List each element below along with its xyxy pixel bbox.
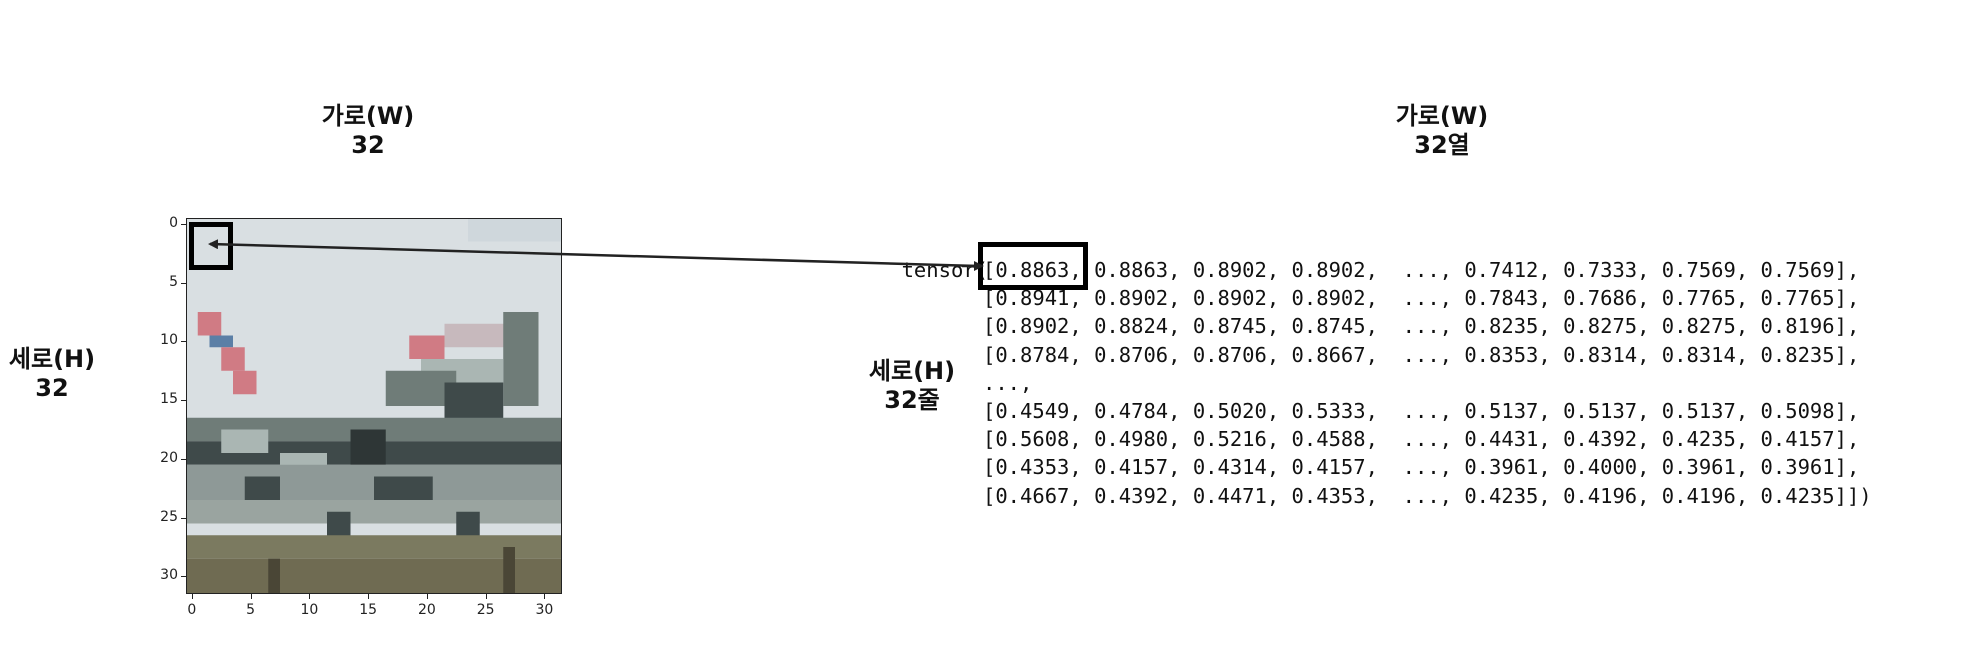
x-tick-label: 25 bbox=[476, 602, 495, 618]
tensor-row: [0.8863, 0.8863, 0.8902, 0.8902, ..., 0.… bbox=[983, 258, 1860, 282]
tail-red bbox=[221, 347, 245, 371]
ground-shadow bbox=[268, 558, 280, 594]
x-tick-mark bbox=[309, 594, 311, 599]
tensor-row: ..., bbox=[983, 370, 1033, 395]
tensor-row: [0.4353, 0.4157, 0.4314, 0.4157, ..., 0.… bbox=[983, 455, 1860, 480]
y-tick-label: 25 bbox=[160, 508, 178, 525]
y-tick-mark bbox=[181, 400, 186, 402]
x-tick-mark bbox=[368, 594, 370, 599]
tensor-values: [0.8863, 0.8863, 0.8902, 0.8902, ..., 0.… bbox=[983, 256, 1872, 510]
x-tick-mark bbox=[250, 594, 252, 599]
sky-top bbox=[468, 218, 562, 242]
image-frame bbox=[186, 218, 562, 594]
tensor-height-label: 세로(H) 32줄 bbox=[868, 357, 956, 414]
engine-nacelle bbox=[503, 312, 539, 406]
image-height-label: 세로(H) 32 bbox=[8, 345, 96, 402]
image-pixel-highlight bbox=[189, 222, 233, 270]
tail-blue bbox=[209, 335, 233, 348]
tensor-row: [0.8941, 0.8902, 0.8902, 0.8902, ..., 0.… bbox=[983, 286, 1860, 311]
tensor-row: [0.5608, 0.4980, 0.5216, 0.4588, ..., 0.… bbox=[983, 427, 1860, 452]
pixel-image-panel: 0 5 10 15 20 25 30 0 5 10 15 20 25 30 bbox=[160, 215, 562, 618]
tensor-row: [0.4667, 0.4392, 0.4471, 0.4353, ..., 0.… bbox=[983, 483, 1872, 508]
window-band bbox=[221, 429, 269, 453]
x-tick-label: 5 bbox=[246, 602, 256, 618]
y-tick-label: 15 bbox=[160, 391, 178, 408]
x-tick-label: 0 bbox=[187, 602, 197, 618]
y-tick-mark bbox=[181, 458, 186, 460]
y-tick-mark bbox=[181, 223, 186, 225]
engine-red bbox=[409, 335, 445, 359]
x-tick-label: 15 bbox=[359, 602, 378, 618]
y-tick-mark bbox=[181, 282, 186, 284]
x-tick-mark bbox=[544, 594, 546, 599]
airplane-pixel-image bbox=[186, 218, 562, 594]
tensor-row: [0.8784, 0.8706, 0.8706, 0.8667, ..., 0.… bbox=[983, 342, 1860, 367]
tail-red bbox=[197, 312, 222, 336]
y-tick-mark bbox=[181, 517, 186, 519]
ground bbox=[186, 535, 562, 559]
tensor-row: [0.4549, 0.4784, 0.5020, 0.5333, ..., 0.… bbox=[983, 398, 1860, 423]
y-tick-label: 0 bbox=[169, 214, 178, 231]
x-tick-mark bbox=[485, 594, 487, 599]
x-tick-label: 30 bbox=[535, 602, 554, 618]
x-tick-label: 10 bbox=[300, 602, 319, 618]
y-tick-label: 10 bbox=[160, 332, 178, 349]
x-tick-mark bbox=[191, 594, 193, 599]
y-tick-mark bbox=[181, 576, 186, 578]
tensor-prefix: tensor( bbox=[901, 258, 988, 282]
x-tick-label: 20 bbox=[417, 602, 436, 618]
tensor-value-highlight bbox=[978, 242, 1088, 290]
ground-shadow bbox=[503, 547, 515, 594]
tensor-width-label: 가로(W) 32열 bbox=[1395, 102, 1489, 159]
x-tick-mark bbox=[426, 594, 428, 599]
y-tick-mark bbox=[181, 341, 186, 343]
image-width-label: 가로(W) 32 bbox=[321, 102, 415, 159]
fuselage-shadow bbox=[350, 429, 386, 465]
ground-lower bbox=[186, 558, 562, 594]
y-tick-label: 5 bbox=[169, 273, 178, 290]
y-tick-label: 20 bbox=[160, 449, 178, 466]
wing-light bbox=[444, 323, 515, 348]
tensor-row: [0.8902, 0.8824, 0.8745, 0.8745, ..., 0.… bbox=[983, 314, 1860, 339]
tail-red bbox=[233, 370, 257, 395]
y-tick-label: 30 bbox=[160, 567, 178, 584]
